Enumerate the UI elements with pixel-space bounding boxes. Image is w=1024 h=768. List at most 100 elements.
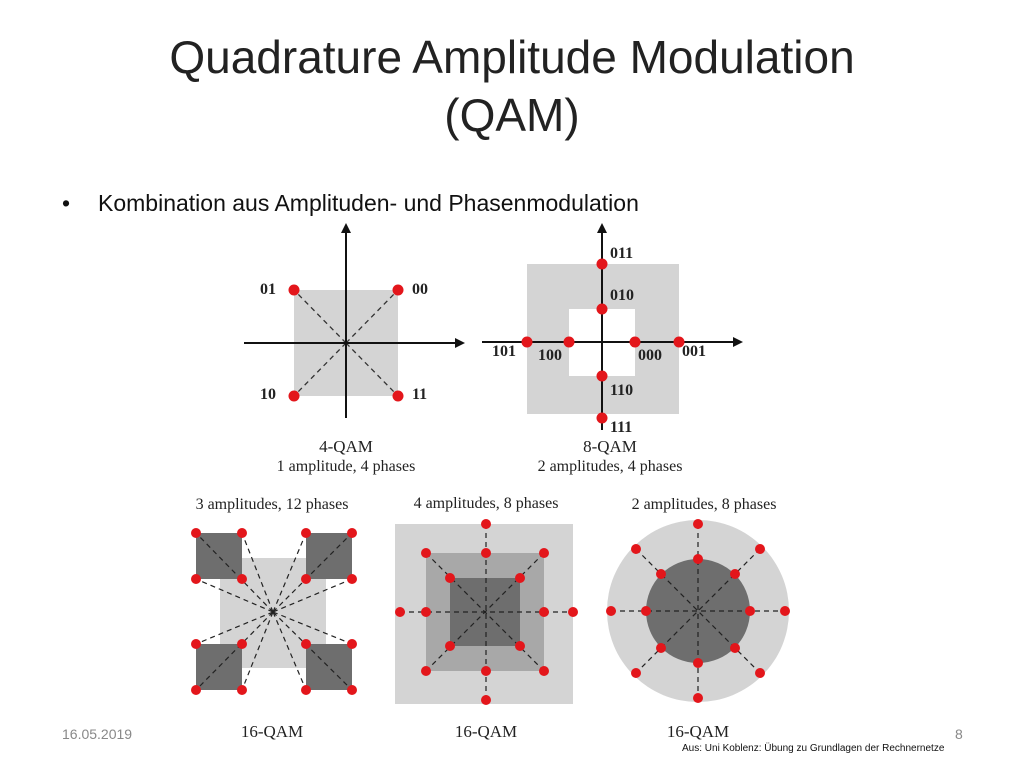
qam4-point-11 — [392, 390, 404, 402]
qam16-4amp-point — [539, 607, 549, 617]
qam16-12phase-point — [237, 574, 247, 584]
qam8-label-101: 101 — [492, 343, 516, 360]
qam16-12phase-point — [301, 574, 311, 584]
qam16-circular-phase-lines — [611, 524, 785, 698]
qam16-4amp-point — [539, 666, 549, 676]
footer-source: Aus: Uni Koblenz: Übung zu Grundlagen de… — [682, 743, 945, 754]
qam16-4amp-point — [445, 641, 455, 651]
slide-title: Quadrature Amplitude Modulation (QAM) — [0, 28, 1024, 144]
slide-title-line-2: (QAM) — [444, 89, 580, 141]
qam16-12phase-point — [301, 685, 311, 695]
qam8-label-010: 010 — [610, 287, 634, 304]
qam8-label-001: 001 — [682, 343, 706, 360]
qam16-12phase-point — [191, 639, 201, 649]
qam16-12phase-point — [301, 639, 311, 649]
qam16-12phase-point — [237, 528, 247, 538]
qam16-circular-point — [693, 554, 703, 564]
qam8-label-011: 011 — [610, 245, 633, 262]
qam4-point-01 — [288, 284, 300, 296]
qam4-caption-subtitle: 1 amplitude, 4 phases — [277, 458, 416, 475]
qam16-circular-point — [755, 668, 765, 678]
qam16-4amp-point — [481, 548, 491, 558]
qam16-circular-caption: 16-QAM — [667, 722, 729, 741]
qam16-12phase-point — [237, 685, 247, 695]
qam4-phase-lines — [293, 289, 399, 397]
qam16-circular-point — [656, 569, 666, 579]
qam16-circular-point — [631, 668, 641, 678]
qam16-12phase-point — [301, 528, 311, 538]
qam8-point-110 — [596, 370, 608, 382]
bullet-text: Kombination aus Amplituden- und Phasenmo… — [98, 190, 639, 216]
qam8-point-011 — [596, 258, 608, 270]
qam8-label-100: 100 — [538, 347, 562, 364]
qam8-caption-subtitle: 2 amplitudes, 4 phases — [538, 458, 683, 475]
qam16-12phase-point — [347, 574, 357, 584]
qam16-4amp-point — [515, 641, 525, 651]
qam4-diagram: 01 00 10 11 4-QAM 1 amplitude, 4 phases — [244, 223, 465, 475]
bullet-item: • Kombination aus Amplituden- und Phasenm… — [62, 190, 639, 217]
qam16-4amp-point — [539, 548, 549, 558]
footer-page-number: 8 — [955, 726, 963, 742]
footer-date: 16.05.2019 — [62, 726, 133, 742]
qam16-circular-point — [745, 606, 755, 616]
qam16-12phase-point — [191, 528, 201, 538]
qam4-caption-title: 4-QAM — [319, 437, 373, 456]
bullet-icon: • — [62, 190, 71, 216]
qam8-point-111 — [596, 412, 608, 424]
qam4-label-00: 00 — [412, 281, 428, 298]
qam16-circular-diagram: 2 amplitudes, 8 phases 16- — [606, 496, 790, 741]
qam4-point-00 — [392, 284, 404, 296]
qam16-circular-point — [693, 519, 703, 529]
qam8-label-111: 111 — [610, 419, 632, 436]
qam8-point-010 — [596, 303, 608, 315]
qam8-diagram: 011 010 101 100 000 001 110 111 8-QAM 2 … — [482, 223, 743, 475]
qam16-4amp-point — [395, 607, 405, 617]
qam16-4amp-point — [481, 695, 491, 705]
qam4-label-10: 10 — [260, 386, 276, 403]
qam16-circular-header: 2 amplitudes, 8 phases — [632, 496, 777, 513]
qam8-label-110: 110 — [610, 382, 633, 399]
qam16-4amp-point — [481, 666, 491, 676]
qam16-circular-inner-disc — [646, 559, 750, 663]
qam16-12phase-point — [191, 574, 201, 584]
qam16-4amp-point — [481, 519, 491, 529]
qam16-12phase-diagram: 3 amplitudes, 12 phases — [191, 496, 357, 741]
qam16-12phase-caption: 16-QAM — [241, 722, 303, 741]
qam8-label-000: 000 — [638, 347, 662, 364]
qam16-circular-point — [631, 544, 641, 554]
qam16-circular-point — [693, 693, 703, 703]
qam16-circular-point — [656, 643, 666, 653]
qam8-point-101 — [521, 336, 533, 348]
qam8-point-000 — [629, 336, 641, 348]
qam16-4amp-header: 4 amplitudes, 8 phases — [414, 495, 559, 512]
qam16-circular-point — [641, 606, 651, 616]
qam4-label-01: 01 — [260, 281, 276, 298]
qam16-circular-point — [780, 606, 790, 616]
qam8-point-001 — [673, 336, 685, 348]
qam4-label-11: 11 — [412, 386, 427, 403]
qam16-12phase-phase-lines — [195, 532, 353, 691]
qam16-4amp-point — [421, 548, 431, 558]
qam16-4amp-diagram: 4 amplitudes, 8 phases — [395, 495, 578, 741]
qam16-circular-point — [755, 544, 765, 554]
qam16-4amp-point — [421, 666, 431, 676]
qam16-circular-point — [693, 658, 703, 668]
qam16-4amp-point — [568, 607, 578, 617]
qam16-4amp-point — [421, 607, 431, 617]
qam8-caption-title: 8-QAM — [583, 437, 637, 456]
slide-title-line-1: Quadrature Amplitude Modulation — [169, 31, 855, 83]
qam16-12phase-point — [237, 639, 247, 649]
qam16-4amp-caption: 16-QAM — [455, 722, 517, 741]
qam16-4amp-point — [515, 573, 525, 583]
qam16-12phase-point — [347, 528, 357, 538]
qam4-point-10 — [288, 390, 300, 402]
qam16-12phase-header: 3 amplitudes, 12 phases — [196, 496, 349, 513]
qam16-12phase-point — [347, 685, 357, 695]
qam16-circular-point — [730, 569, 740, 579]
qam16-12phase-point — [191, 685, 201, 695]
qam16-circular-point — [730, 643, 740, 653]
qam16-4amp-point — [445, 573, 455, 583]
qam8-point-100 — [563, 336, 575, 348]
qam16-12phase-point — [347, 639, 357, 649]
